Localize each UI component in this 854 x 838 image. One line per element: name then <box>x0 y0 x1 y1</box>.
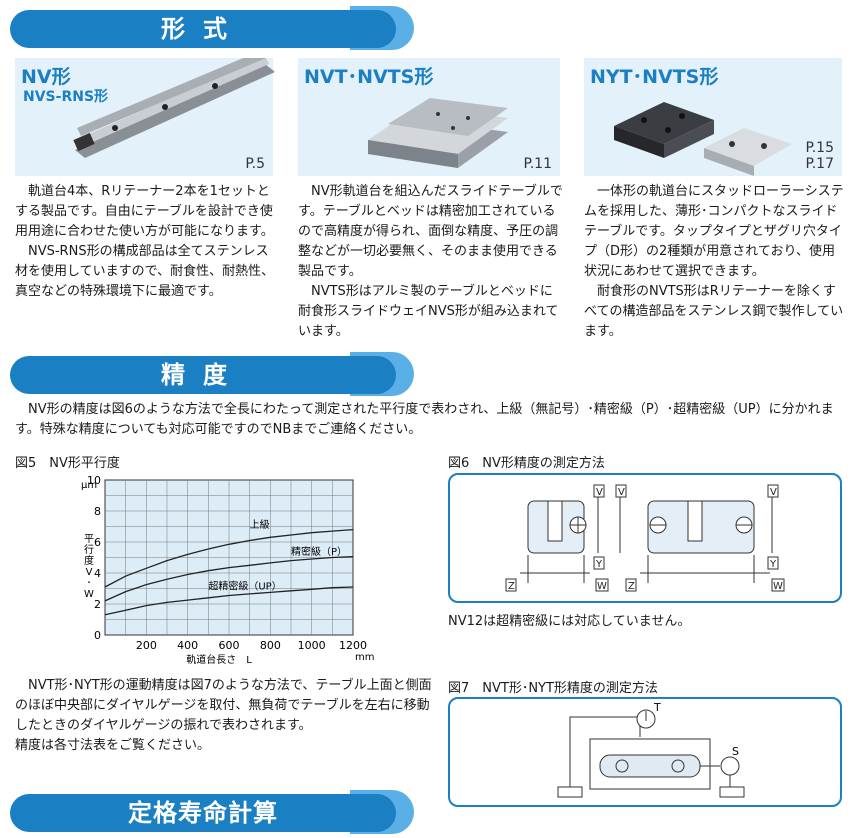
section-title: 形式 <box>161 15 245 43</box>
page-ref: P.15 P.17 <box>805 140 834 172</box>
y-axis-label-char: 行 <box>84 543 94 556</box>
fig7-title: 図7 NVT形･NYT形精度の測定方法 <box>448 681 658 696</box>
section-banner-seido: 精度 <box>10 352 414 396</box>
page-ref: P.5 <box>245 156 265 172</box>
label-y: Y <box>769 559 777 570</box>
product-panel-nyt: NYT･NVTS形 P.15 P.17 <box>584 58 842 176</box>
x-tick-label: 400 <box>177 639 198 652</box>
y-tick-label: 2 <box>94 598 101 611</box>
label-w: W <box>597 581 607 592</box>
panel-subtitle: NVS-RNS形 <box>23 89 109 105</box>
page-ref: P.11 <box>523 156 552 172</box>
fig6-title: 図6 NV形精度の測定方法 <box>448 456 605 471</box>
x-tick-label: 600 <box>219 639 240 652</box>
label-y: Y <box>595 559 603 570</box>
fig6-drawing: V V V Y Y Z Z W W <box>505 484 785 592</box>
y-tick-label: 0 <box>94 629 101 642</box>
panel-title: NV形 <box>21 66 71 88</box>
y-unit: μm <box>81 480 97 491</box>
series-label: 上級 <box>250 518 270 531</box>
panel-title: NVT･NVTS形 <box>304 66 434 88</box>
y-axis-label-char: W <box>84 589 94 600</box>
section-title: 精度 <box>161 361 245 389</box>
nyt-table-image <box>614 102 792 176</box>
series-line <box>104 586 354 616</box>
y-tick-label: 8 <box>94 505 101 518</box>
series-label: 精密級（P） <box>291 545 347 558</box>
fig7-diagram: T S <box>448 697 842 807</box>
section-banner-jumyo: 定格寿命計算 <box>10 790 414 834</box>
fig7-drawing: T S <box>557 701 745 798</box>
label-v: V <box>770 487 777 498</box>
product-panel-nv: NV形 NVS-RNS形 P.5 <box>15 58 275 176</box>
nv-rail-image <box>73 58 275 158</box>
y-axis-label-char: 度 <box>84 554 94 567</box>
label-t: T <box>653 701 661 714</box>
x-tick-label: 200 <box>136 639 157 652</box>
label-v: V <box>596 487 603 498</box>
y-tick-label: 4 <box>94 567 101 580</box>
x-unit: mm <box>355 652 374 663</box>
fig6-note: NV12は超精密級には対応していません。 <box>448 614 691 629</box>
description-nv: 軌道台4本、Rリテーナー2本を1セットとする製品です。自由にテーブルを設計でき使… <box>15 184 275 299</box>
product-panel-nvt: NVT･NVTS形 P.11 <box>298 58 560 176</box>
series-line <box>104 556 354 602</box>
y-tick-label: 6 <box>94 536 101 549</box>
fig5-chart: 0 2 4 6 8 10 200 400 600 800 1000 1200 μm mm 軌道台長さ L 平行… <box>81 474 374 666</box>
section-banner-keishiki: 形式 <box>10 6 414 50</box>
y-tick-label: 10 <box>87 474 101 487</box>
x-tick-label: 1200 <box>339 639 367 652</box>
nvt-table-image <box>368 98 508 168</box>
motion-text: NVT形･NYT形の運動精度は図7のような方法で、テーブル上面と側面のほぼ中央部… <box>15 678 432 753</box>
y-axis-label-char: 平 <box>84 534 94 545</box>
label-z: Z <box>628 581 635 592</box>
series-label: 超精密級（UP） <box>208 579 281 592</box>
fig6-diagram: V V V Y Y Z Z W W <box>448 473 842 603</box>
description-nyt: 一体形の軌道台にスタッドローラーシステムを採用した、薄形･コンパクトなスライドテ… <box>584 184 844 339</box>
description-nvt: NV形軌道台を組込んだスライドテーブルです。テーブルとベッドは精密加工されている… <box>298 184 563 339</box>
y-axis-label-char: V <box>86 567 93 578</box>
label-w: W <box>773 581 783 592</box>
x-axis-label: 軌道台長さ L <box>186 653 252 666</box>
label-s: S <box>732 745 739 758</box>
series-line <box>104 528 354 588</box>
panel-title: NYT･NVTS形 <box>590 66 719 88</box>
x-tick-label: 800 <box>260 639 281 652</box>
label-v: V <box>618 487 625 498</box>
fig5-title: 図5 NV形平行度 <box>15 456 120 471</box>
y-axis-label-char: ･ <box>87 578 92 589</box>
label-z: Z <box>508 581 515 592</box>
section-title: 定格寿命計算 <box>128 799 278 827</box>
precision-text: NV形の精度は図6のような方法で全長にわたって測定された平行度で表わされ、上級（… <box>15 402 834 437</box>
x-tick-label: 1000 <box>298 639 326 652</box>
